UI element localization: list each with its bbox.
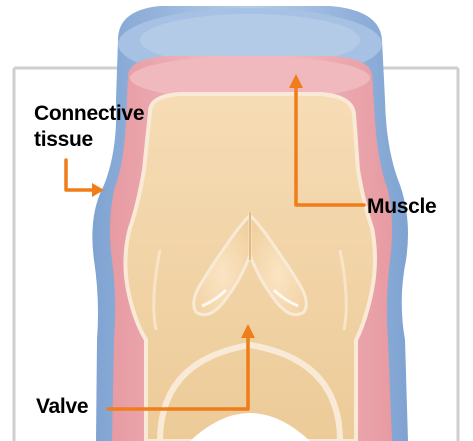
valve-tissue: [125, 94, 375, 441]
connective-tissue-arrow: [66, 160, 94, 190]
connective-tissue-label: Connective tissue: [34, 101, 144, 153]
connective-tissue-label-line1: Connective: [34, 101, 144, 127]
connective-tissue-label-line2: tissue: [34, 127, 144, 153]
valve-label: Valve: [36, 394, 88, 420]
muscle-label: Muscle: [367, 194, 436, 220]
